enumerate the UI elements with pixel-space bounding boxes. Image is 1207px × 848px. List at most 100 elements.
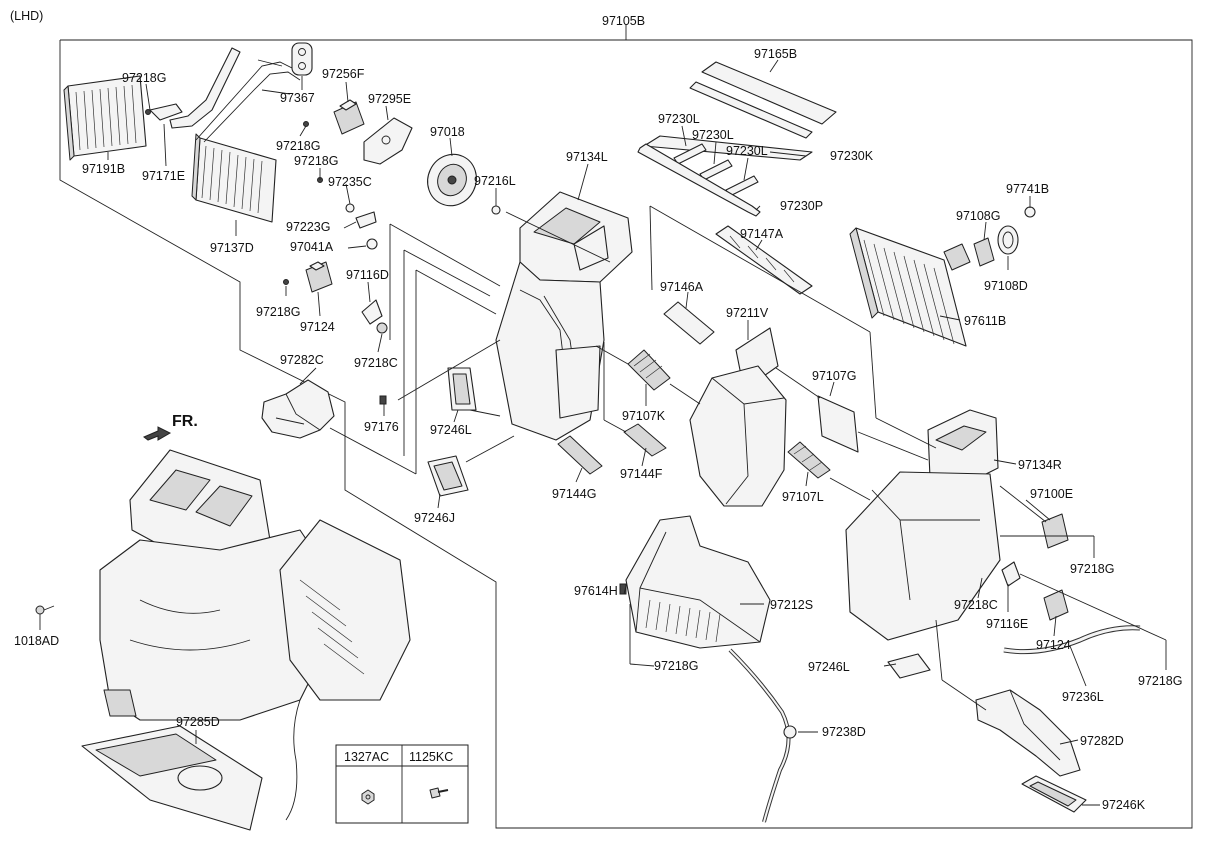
- drain-97614H: [619, 583, 627, 595]
- part-label: 97367: [280, 91, 315, 105]
- seal-97246L-right: [887, 653, 931, 679]
- fastener-table: [335, 744, 469, 824]
- actuator-97256F: [333, 99, 365, 135]
- bracket-97295E: [363, 117, 413, 165]
- part-label: 97147A: [740, 227, 784, 241]
- part-label: 97246K: [1102, 798, 1146, 812]
- part-label: 97212S: [770, 598, 813, 612]
- part-label: 97124: [300, 320, 335, 334]
- actuator-97124-right: [1043, 589, 1069, 621]
- evap-pipes-97171E: [149, 47, 301, 143]
- part-label: 97741B: [1006, 182, 1049, 196]
- part-label: 97041A: [290, 240, 334, 254]
- part-label: 97018: [430, 125, 465, 139]
- part-label: 1018AD: [14, 634, 59, 648]
- variant-label: (LHD): [10, 9, 43, 23]
- part-label: 97230K: [830, 149, 874, 163]
- actuator-97124-left: [305, 261, 333, 293]
- mode-door-97107K: [627, 349, 671, 391]
- duct-97282D: [975, 689, 1081, 777]
- part-label: 97216L: [474, 174, 516, 188]
- nut-icon: [361, 789, 375, 805]
- part-label: 97124: [1036, 638, 1071, 652]
- part-label: 97116E: [986, 617, 1028, 631]
- fastener-col1: 1327AC: [344, 750, 389, 764]
- part-label: 97134L: [566, 150, 608, 164]
- part-label: 97285D: [176, 715, 220, 729]
- part-label: 97282D: [1080, 734, 1124, 748]
- part-label: 97218C: [354, 356, 398, 370]
- heater-core-97611B: [849, 227, 971, 347]
- part-label: 97218C: [954, 598, 998, 612]
- seal-97165B: [689, 61, 837, 139]
- actuator-97100E: [1041, 513, 1069, 549]
- part-label: 97107K: [622, 409, 666, 423]
- part-label: 97611B: [964, 314, 1006, 328]
- part-label: 97218G: [654, 659, 698, 673]
- bolt-icon: [429, 787, 449, 799]
- case-right-97134R: [845, 409, 1001, 641]
- part-label: 97171E: [142, 169, 185, 183]
- part-label: 97107G: [812, 369, 856, 383]
- front-arrow-icon: [143, 426, 172, 441]
- part-label: 97230L: [692, 128, 734, 142]
- part-label: 97230L: [726, 144, 768, 158]
- grommet-97108D: [997, 225, 1019, 255]
- part-label: 97134R: [1018, 458, 1062, 472]
- door-97146A: [663, 301, 715, 345]
- leader-lines: [39, 59, 1167, 806]
- part-label: 97218G: [276, 139, 320, 153]
- seal-97246K: [1021, 775, 1087, 813]
- duct-97282C: [261, 379, 335, 439]
- part-label: 97108G: [956, 209, 1000, 223]
- part-label: 97230L: [658, 112, 700, 126]
- part-label: 97165B: [754, 47, 797, 61]
- part-label: 97295E: [368, 92, 411, 106]
- part-label: 97238D: [822, 725, 866, 739]
- part-label: 97137D: [210, 241, 254, 255]
- part-label: 97107L: [782, 490, 824, 504]
- part-label: 97144F: [620, 467, 663, 481]
- seal-97246L-left: [447, 367, 477, 411]
- fastener-col2: 1125KC: [409, 750, 453, 764]
- center-case: [689, 365, 787, 507]
- hose-97236L: [1003, 625, 1141, 655]
- part-label: 97235C: [328, 175, 372, 189]
- part-label: 97218G: [122, 71, 166, 85]
- part-label: 97218G: [294, 154, 338, 168]
- part-labels: 97218G 97367 97256F 97295E 97165B 97191B…: [14, 47, 1182, 812]
- part-label: 97211V: [726, 306, 769, 320]
- cover-97285D: [81, 725, 263, 831]
- part-label: 97256F: [322, 67, 365, 81]
- case-lower-97212S: [625, 515, 771, 649]
- clip-97741B: [1024, 206, 1036, 218]
- seal-97246J: [427, 455, 469, 497]
- cabin-filter-97191B: [63, 75, 147, 161]
- part-label: 97218G: [256, 305, 300, 319]
- part-label: 97218G: [1070, 562, 1114, 576]
- cam-97116D: [361, 299, 383, 325]
- mode-door-97107L: [787, 441, 831, 479]
- assembly-frame: [59, 24, 1193, 829]
- evaporator-97137D: [191, 133, 277, 223]
- part-label: 97176: [364, 420, 399, 434]
- gasket-97367: [291, 42, 313, 76]
- seal-97230K: [643, 135, 813, 161]
- part-label: 97282C: [280, 353, 324, 367]
- door-97147A: [715, 225, 813, 295]
- assembled-hvac-unit: [99, 449, 411, 821]
- duct-97107G: [817, 395, 859, 453]
- part-label: 97191B: [82, 162, 125, 176]
- door-97144G: [557, 435, 603, 475]
- blower-motor-97018: [427, 153, 477, 207]
- screw-1018AD: [35, 605, 55, 615]
- part-label: 97246L: [808, 660, 850, 674]
- part-label: 97614H: [574, 584, 618, 598]
- part-label: 97246L: [430, 423, 472, 437]
- part-label: 97223G: [286, 220, 330, 234]
- cam-97116E: [1001, 561, 1021, 587]
- part-label: 97108D: [984, 279, 1028, 293]
- case-left-97134L: [495, 191, 633, 441]
- part-label: 97100E: [1030, 487, 1073, 501]
